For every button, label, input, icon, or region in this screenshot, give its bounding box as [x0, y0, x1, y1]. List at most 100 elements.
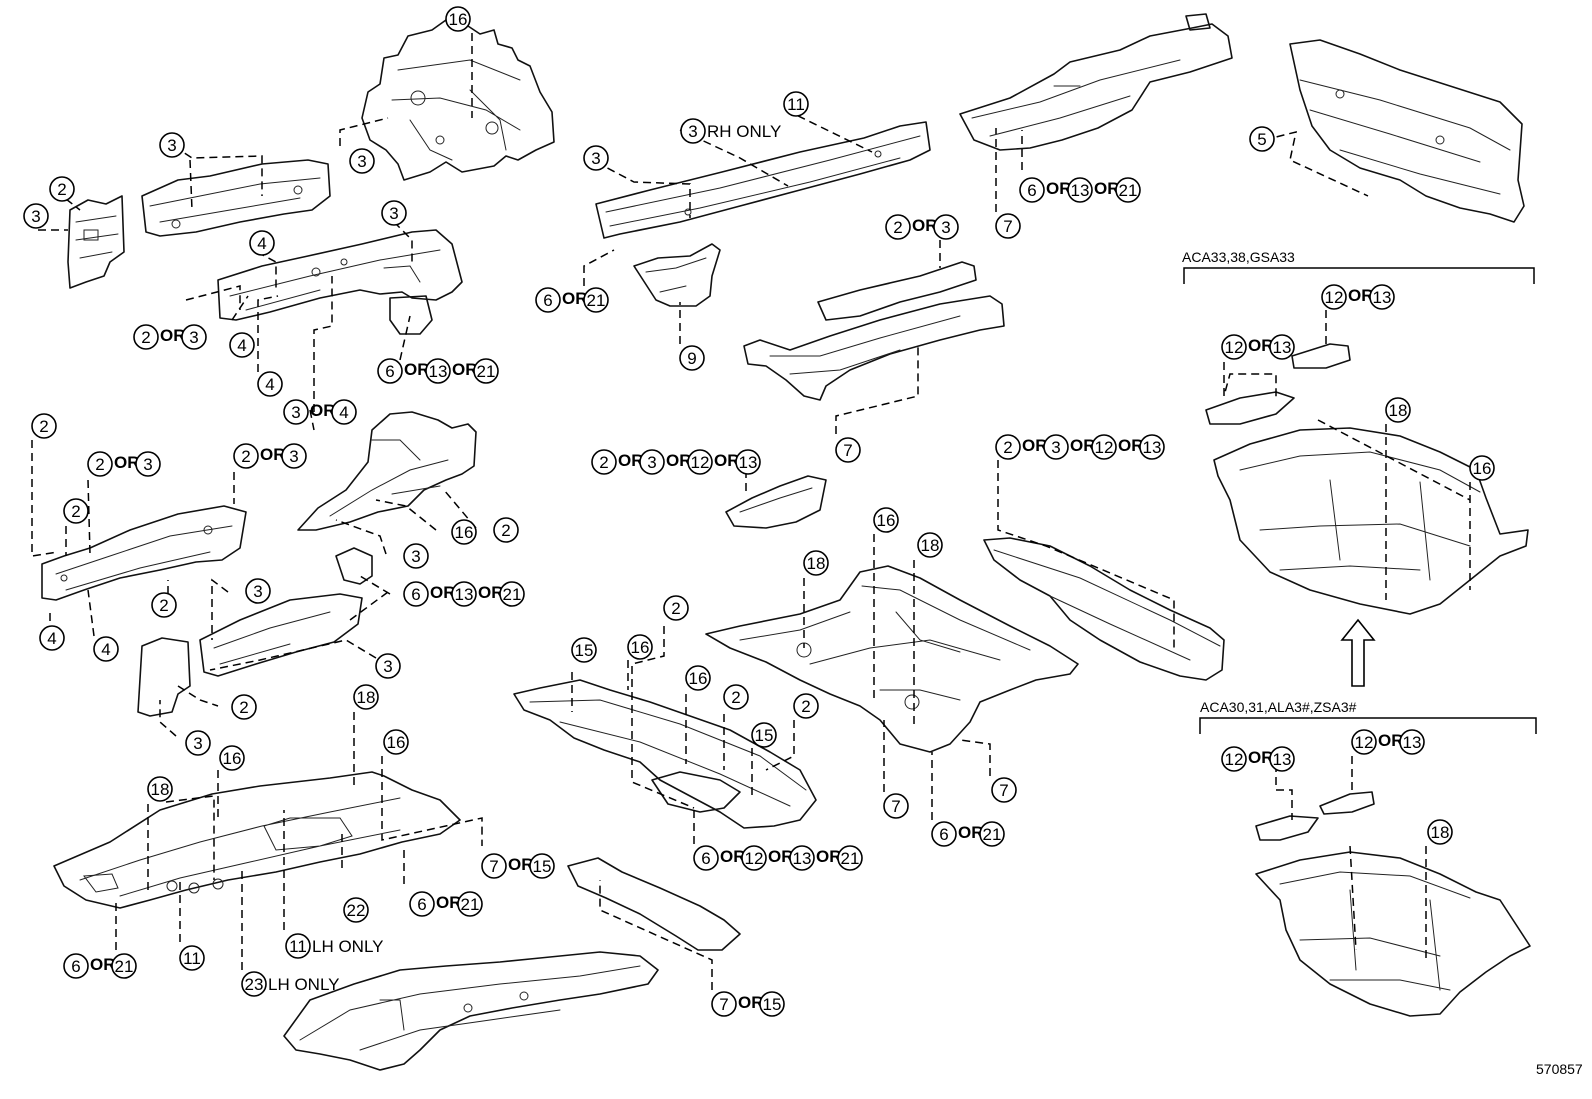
part-number: 18 — [151, 780, 170, 799]
part-number-circle — [583, 287, 609, 313]
or-connector: OR — [310, 401, 336, 420]
part-number-circle — [591, 449, 617, 475]
part-number: 6 — [701, 849, 710, 868]
part-number-circle — [917, 532, 943, 558]
part-rear-frame — [959, 13, 1233, 151]
part-number-circle — [1091, 434, 1117, 460]
part-side-member-upper — [141, 159, 331, 237]
part-number-circle — [1221, 746, 1247, 772]
part-small-brace — [633, 243, 721, 307]
part-number-circle — [627, 634, 653, 660]
part-number: 9 — [687, 349, 696, 368]
part-rear-floor-crossmember — [983, 537, 1225, 681]
part-number: 2 — [599, 453, 608, 472]
callout: 3 — [245, 578, 271, 604]
or-connector: OR — [1046, 179, 1072, 198]
or-connector: OR — [912, 216, 938, 235]
callout: 4 — [229, 332, 255, 358]
part-number: 3 — [1051, 438, 1060, 457]
part-number: 11 — [183, 949, 201, 968]
part-number-circle — [687, 449, 713, 475]
part-number: 15 — [763, 995, 782, 1014]
or-connector: OR — [1348, 286, 1374, 305]
part-number: 13 — [739, 453, 758, 472]
part-number-circle — [885, 214, 911, 240]
callout: 4 — [39, 625, 65, 651]
callout: 3 — [583, 145, 609, 171]
part-number-circle — [133, 324, 159, 350]
part-number-circle — [343, 897, 369, 923]
part-number-circle — [229, 332, 255, 358]
part-number-circle — [249, 230, 275, 256]
part-number-circle — [381, 200, 407, 226]
or-connector: OR — [1248, 336, 1274, 355]
part-rocker-outer — [743, 295, 1005, 401]
part-number-circle — [711, 991, 737, 1017]
part-number-circle — [159, 132, 185, 158]
part-number: 18 — [1389, 401, 1408, 420]
part-number-circle — [1269, 746, 1295, 772]
part-number: 3 — [688, 122, 697, 141]
part-number-circle — [353, 684, 379, 710]
callout: 4 — [249, 230, 275, 256]
part-number: 12 — [745, 849, 764, 868]
callout: 18 — [803, 550, 829, 576]
callout: 3 — [185, 730, 211, 756]
part-number-circle — [883, 793, 909, 819]
part-number-circle — [409, 891, 435, 917]
part-number-circle — [933, 214, 959, 240]
part-number: 21 — [983, 825, 1002, 844]
part-number-circle — [835, 437, 861, 463]
part-number-circle — [151, 592, 177, 618]
part-number-circle — [481, 853, 507, 879]
part-number: 7 — [843, 441, 852, 460]
part-number-circle — [1115, 177, 1141, 203]
or-connector: OR — [720, 847, 746, 866]
part-number: 2 — [731, 688, 740, 707]
part-number-circle — [231, 694, 257, 720]
part-rear-floor-pan — [283, 951, 659, 1071]
part-number: 13 — [1273, 338, 1292, 357]
callout: 7 — [995, 213, 1021, 239]
callout: 9 — [679, 345, 705, 371]
part-number: 16 — [631, 638, 650, 657]
callout: 3 — [381, 200, 407, 226]
callout: 3 — [159, 132, 185, 158]
part-number-circle — [873, 507, 899, 533]
callout: 4 — [257, 371, 283, 397]
part-number: 16 — [877, 511, 896, 530]
part-number-circle — [499, 581, 525, 607]
or-connector: OR — [404, 360, 430, 379]
part-number: 3 — [31, 207, 40, 226]
part-number: 2 — [71, 502, 80, 521]
part-number-circle — [803, 550, 829, 576]
or-connector: OR — [816, 847, 842, 866]
part-number: 2 — [671, 599, 680, 618]
part-number: 3 — [289, 447, 298, 466]
or-connector: OR — [958, 823, 984, 842]
or-connector: OR — [714, 451, 740, 470]
part-number-circle — [285, 933, 311, 959]
diagram-reference-number: 570857 — [1536, 1061, 1583, 1077]
part-number: 12 — [1355, 733, 1374, 752]
part-number: 18 — [807, 554, 826, 573]
callout: 11 — [783, 91, 809, 117]
callout: 3 — [23, 203, 49, 229]
part-number-circle — [147, 776, 173, 802]
part-number: 7 — [891, 797, 900, 816]
callout: 2 — [493, 517, 519, 543]
callout: 2 — [231, 694, 257, 720]
part-number: 3 — [189, 328, 198, 347]
part-number: 3 — [389, 204, 398, 223]
part-upper-group-brackets — [1205, 343, 1351, 425]
part-number: 3 — [291, 403, 300, 422]
callout: 2 — [723, 684, 749, 710]
part-number-circle — [663, 595, 689, 621]
part-number-circle — [1249, 126, 1275, 152]
part-number: 7 — [489, 857, 498, 876]
part-number: 13 — [793, 849, 812, 868]
